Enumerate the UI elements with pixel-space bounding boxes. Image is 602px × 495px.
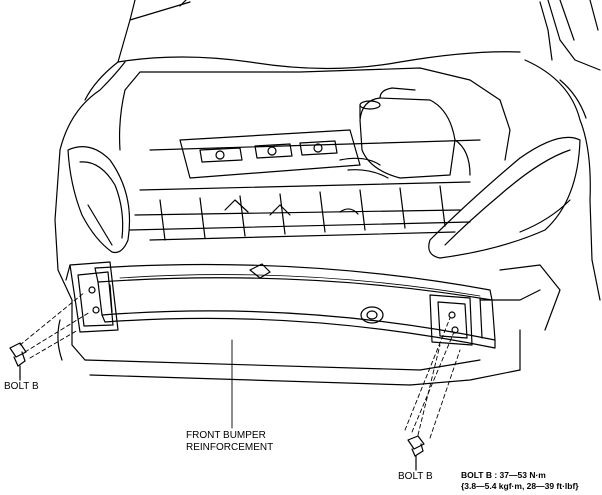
- torque-spec: BOLT B : 37—53 N·m {3.8—5.4 kgf·m, 28—39…: [461, 470, 579, 492]
- right-bolt-guides: [404, 317, 461, 439]
- reinforcement-label-line2: REINFORCEMENT: [186, 442, 274, 453]
- bolt-b-label-right: BOLT B: [398, 471, 433, 482]
- left-bolt-guides: [19, 291, 91, 359]
- reinforcement-label-line1: FRONT BUMPER: [186, 430, 266, 441]
- left-bracket: [65, 261, 119, 333]
- torque-spec-line1: BOLT B : 37—53 N·m: [461, 470, 546, 480]
- radiator-support: [129, 185, 471, 279]
- left-bolt-icon: [9, 342, 27, 381]
- bolt-b-label-left: BOLT B: [4, 381, 39, 392]
- front-bumper-reinforcement-label: FRONT BUMPER REINFORCEMENT: [186, 430, 273, 454]
- lower-frame: [57, 264, 561, 386]
- engine-bay: [118, 67, 511, 216]
- right-headlamp: [428, 136, 581, 259]
- left-fender: [54, 61, 126, 301]
- left-headlamp: [67, 146, 131, 254]
- bumper-reinforcement: [94, 263, 496, 349]
- hood: [117, 0, 553, 70]
- right-bolt-icon: [407, 435, 425, 471]
- right-fender: [524, 59, 601, 301]
- air-cleaner: [359, 87, 471, 179]
- engine-cover: [179, 129, 389, 179]
- torque-spec-line2: {3.8—5.4 kgf·m, 28—39 ft·lbf}: [461, 481, 579, 491]
- right-bracket: [429, 294, 473, 346]
- windshield-edge: [547, 0, 601, 71]
